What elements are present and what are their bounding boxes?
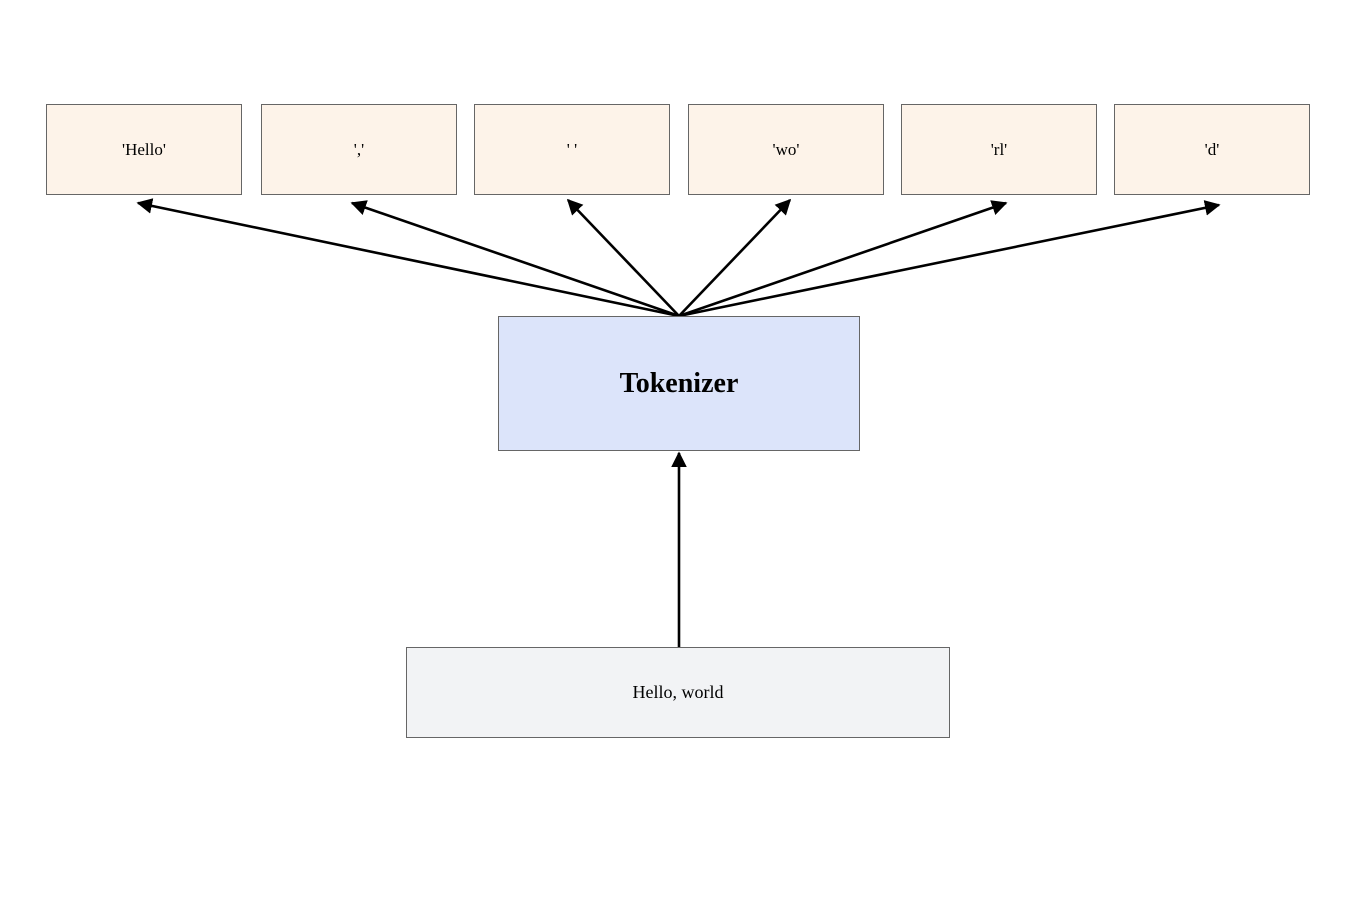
token-box[interactable]: 'wo' bbox=[688, 104, 884, 195]
input-text-node[interactable]: Hello, world bbox=[406, 647, 950, 738]
token-arrow bbox=[566, 198, 680, 317]
tokenizer-to-token-arrows bbox=[136, 198, 1221, 318]
token-arrow bbox=[136, 198, 680, 318]
token-box[interactable]: ' ' bbox=[474, 104, 670, 195]
token-arrow bbox=[678, 198, 792, 317]
token-label: 'd' bbox=[1204, 140, 1220, 159]
token-arrow bbox=[678, 200, 1008, 318]
token-box[interactable]: 'rl' bbox=[901, 104, 1097, 195]
tokenizer-node[interactable]: Tokenizer bbox=[498, 316, 860, 451]
token-box[interactable]: 'Hello' bbox=[46, 104, 242, 195]
token-label: 'rl' bbox=[990, 140, 1008, 159]
token-arrow bbox=[350, 200, 680, 318]
token-label: ',' bbox=[353, 140, 365, 159]
token-label: ' ' bbox=[566, 140, 578, 159]
input-text-label: Hello, world bbox=[632, 682, 724, 702]
token-box[interactable]: 'd' bbox=[1114, 104, 1310, 195]
token-arrow bbox=[678, 200, 1221, 318]
token-box[interactable]: ',' bbox=[261, 104, 457, 195]
tokenizer-label: Tokenizer bbox=[619, 367, 739, 399]
token-label: 'Hello' bbox=[122, 140, 166, 159]
token-label: 'wo' bbox=[772, 140, 800, 159]
